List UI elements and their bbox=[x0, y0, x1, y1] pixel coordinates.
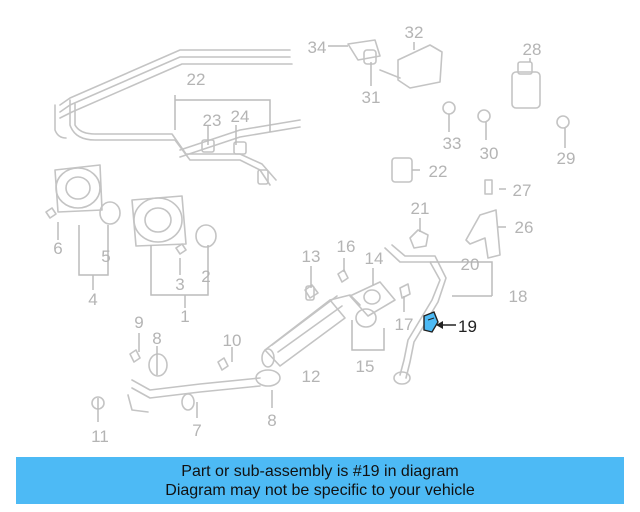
callout-19[interactable]: 19 bbox=[458, 317, 477, 336]
callout-10[interactable]: 10 bbox=[223, 331, 242, 350]
banner-line-part: Part or sub-assembly is #19 in diagram bbox=[181, 462, 459, 480]
callout-34[interactable]: 34 bbox=[308, 38, 327, 57]
info-banner: Part or sub-assembly is #19 in diagram D… bbox=[16, 457, 624, 504]
callout-22[interactable]: 22 bbox=[429, 162, 448, 181]
callout-12[interactable]: 12 bbox=[302, 367, 321, 386]
callout-15[interactable]: 15 bbox=[356, 357, 375, 376]
callout-4[interactable]: 4 bbox=[88, 290, 97, 309]
callout-30[interactable]: 30 bbox=[480, 144, 499, 163]
callout-26[interactable]: 26 bbox=[515, 218, 534, 237]
callout-13[interactable]: 13 bbox=[302, 247, 321, 266]
parts-artwork bbox=[45, 39, 570, 413]
callout-17[interactable]: 17 bbox=[395, 315, 414, 334]
callout-7[interactable]: 7 bbox=[192, 421, 201, 440]
callouts: 22 23 24 6 5 4 3 2 1 9 8 10 7 8 11 12 13… bbox=[53, 23, 575, 446]
callout-16[interactable]: 16 bbox=[337, 237, 356, 256]
callout-11[interactable]: 11 bbox=[91, 427, 109, 446]
parts-diagram: 22 23 24 6 5 4 3 2 1 9 8 10 7 8 11 12 13… bbox=[45, 23, 575, 446]
callout-31[interactable]: 31 bbox=[362, 88, 381, 107]
callout-8-left[interactable]: 8 bbox=[152, 329, 161, 348]
callout-32[interactable]: 32 bbox=[405, 23, 424, 42]
callout-5[interactable]: 5 bbox=[101, 247, 110, 266]
callout-28[interactable]: 28 bbox=[523, 40, 542, 59]
callout-14[interactable]: 14 bbox=[365, 249, 384, 268]
callout-29[interactable]: 29 bbox=[557, 149, 576, 168]
callout-9[interactable]: 9 bbox=[134, 313, 143, 332]
leader-lines bbox=[57, 42, 566, 422]
callout-2[interactable]: 2 bbox=[201, 267, 210, 286]
callout-21[interactable]: 21 bbox=[411, 199, 430, 218]
callout-6[interactable]: 6 bbox=[53, 239, 62, 258]
callout-8-right[interactable]: 8 bbox=[267, 411, 276, 430]
callout-20[interactable]: 20 bbox=[461, 255, 480, 274]
callout-27[interactable]: 27 bbox=[513, 181, 532, 200]
callout-1[interactable]: 1 bbox=[180, 307, 189, 326]
banner-line-disclaimer: Diagram may not be specific to your vehi… bbox=[165, 481, 475, 499]
callout-33[interactable]: 33 bbox=[443, 134, 462, 153]
callout-24[interactable]: 23 bbox=[203, 111, 222, 130]
callout-18[interactable]: 18 bbox=[509, 287, 528, 306]
highlighted-part-19 bbox=[423, 311, 439, 333]
callout-23[interactable]: 22 bbox=[187, 70, 206, 89]
callout-25[interactable]: 24 bbox=[231, 107, 250, 126]
callout-3[interactable]: 3 bbox=[175, 275, 184, 294]
